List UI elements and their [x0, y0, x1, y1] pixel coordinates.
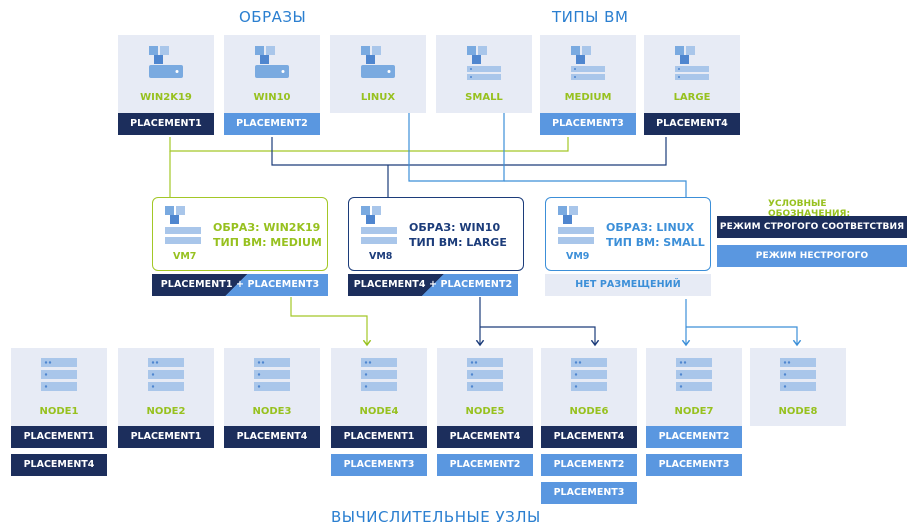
nodes-heading: ВЫЧИСЛИТЕЛЬНЫЕ УЗЛЫ — [331, 508, 541, 526]
card-type-large[interactable]: LARGE — [644, 35, 740, 113]
server-node-icon — [359, 354, 399, 398]
card-label: SMALL — [465, 92, 503, 103]
vm-type-icon — [571, 46, 605, 80]
vm-image-icon — [149, 46, 183, 78]
server-node-icon — [252, 354, 292, 398]
vm8-source-lines — [271, 137, 667, 197]
vm9-source-lines — [408, 112, 687, 197]
card-type-small[interactable]: SMALL — [436, 35, 532, 113]
node-card-4[interactable]: NODE4 — [331, 348, 427, 426]
card-label: LINUX — [360, 92, 396, 103]
node-placement-tag: PLACEMENT2 — [646, 426, 742, 448]
vm-type-icon — [467, 46, 501, 80]
vm-image-line: ОБРАЗ: WIN2K19 — [213, 221, 321, 234]
vm-placement-left: PLACEMENT4 — [353, 279, 426, 290]
node-label: NODE8 — [778, 406, 818, 417]
node-placement-tag: PLACEMENT3 — [331, 454, 427, 476]
vm-icon — [361, 206, 397, 244]
node-label: NODE2 — [146, 406, 186, 417]
vm-icon — [558, 206, 594, 244]
images-heading: ОБРАЗЫ — [239, 8, 307, 26]
node-placement-tag: PLACEMENT4 — [541, 426, 637, 448]
card-image-win10[interactable]: WIN10 — [224, 35, 320, 113]
vm-icon — [165, 206, 201, 244]
node-placement-tag: PLACEMENT3 — [541, 482, 637, 504]
node-placement-tag: PLACEMENT2 — [437, 454, 533, 476]
vm-type-line: ТИП ВМ: MEDIUM — [213, 236, 322, 249]
card-label: LARGE — [673, 92, 711, 103]
node-card-5[interactable]: NODE5 — [437, 348, 533, 426]
vm-placement-left: PLACEMENT1 — [160, 279, 233, 290]
vm-details: ОБРАЗ: WIN10 ТИП ВМ: LARGE — [409, 220, 507, 250]
vm-image-line: ОБРАЗ: LINUX — [606, 221, 695, 234]
card-label: MEDIUM — [564, 92, 612, 103]
server-node-icon — [39, 354, 79, 398]
vm-placement-right: PLACEMENT2 — [440, 279, 513, 290]
node-placement-tag: PLACEMENT4 — [224, 426, 320, 448]
node-card-6[interactable]: NODE6 — [541, 348, 637, 426]
node-placement-tag: PLACEMENT4 — [437, 426, 533, 448]
node-card-8[interactable]: NODE8 — [750, 348, 846, 426]
type-placement-tag: PLACEMENT4 — [644, 113, 740, 135]
vm-placement-separator: + — [425, 279, 441, 290]
vm-details: ОБРАЗ: LINUX ТИП ВМ: SMALL — [606, 220, 705, 250]
node-label: NODE1 — [39, 406, 79, 417]
node-placement-tag: PLACEMENT1 — [11, 426, 107, 448]
server-node-icon — [569, 354, 609, 398]
node-label: NODE7 — [674, 406, 714, 417]
vm-name: VM9 — [566, 251, 590, 262]
image-placement-tag: PLACEMENT1 — [118, 113, 214, 135]
card-type-medium[interactable]: MEDIUM — [540, 35, 636, 113]
vm7-to-node-arrows — [290, 297, 367, 345]
vm-name: VM7 — [173, 251, 197, 262]
legend-strict: РЕЖИМ СТРОГОГО СООТВЕТСТВИЯ — [717, 216, 907, 238]
vm-type-line: ТИП ВМ: LARGE — [409, 236, 507, 249]
vm-image-line: ОБРАЗ: WIN10 — [409, 221, 501, 234]
card-image-linux[interactable]: LINUX — [330, 35, 426, 113]
vm-type-icon — [675, 46, 709, 80]
vm-placement-separator: + — [232, 279, 248, 290]
node-placement-tag: PLACEMENT1 — [118, 426, 214, 448]
vm-card-vm8[interactable]: ОБРАЗ: WIN10 ТИП ВМ: LARGE VM8 — [348, 197, 524, 271]
vm-type-line: ТИП ВМ: SMALL — [606, 236, 705, 249]
vm-placement-tag: НЕТ РАЗМЕЩЕНИЙ — [545, 274, 711, 296]
vm-name: VM8 — [369, 251, 393, 262]
node-card-2[interactable]: NODE2 — [118, 348, 214, 426]
vm-image-icon — [255, 46, 289, 78]
vm-image-icon — [361, 46, 395, 78]
server-node-icon — [465, 354, 505, 398]
vm9-to-node-arrows — [686, 299, 797, 345]
node-label: NODE4 — [359, 406, 399, 417]
type-placement-tag: PLACEMENT3 — [540, 113, 636, 135]
node-label: NODE5 — [465, 406, 505, 417]
card-label: WIN2K19 — [140, 92, 192, 103]
node-card-3[interactable]: NODE3 — [224, 348, 320, 426]
vm-placement-right: PLACEMENT3 — [247, 279, 320, 290]
node-placement-tag: PLACEMENT2 — [541, 454, 637, 476]
node-placement-tag: PLACEMENT3 — [646, 454, 742, 476]
vm-types-heading: ТИПЫ ВМ — [552, 8, 629, 26]
node-card-7[interactable]: NODE7 — [646, 348, 742, 426]
server-node-icon — [146, 354, 186, 398]
vm7-source-lines — [169, 137, 569, 197]
legend-title: УСЛОВНЫЕ ОБОЗНАЧЕНИЯ: — [768, 199, 851, 219]
vm8-to-node-arrows — [480, 297, 595, 345]
vm-placement-tag: PLACEMENT1 + PLACEMENT3 — [152, 274, 328, 296]
node-label: NODE3 — [252, 406, 292, 417]
server-node-icon — [778, 354, 818, 398]
server-node-icon — [674, 354, 714, 398]
card-image-win2k19[interactable]: WIN2K19 — [118, 35, 214, 113]
legend-loose: РЕЖИМ НЕСТРОГОГО СООТВЕТСТВИЯ — [717, 245, 907, 283]
image-placement-tag: PLACEMENT2 — [224, 113, 320, 135]
card-label: WIN10 — [253, 92, 291, 103]
vm-card-vm7[interactable]: ОБРАЗ: WIN2K19 ТИП ВМ: MEDIUM VM7 — [152, 197, 328, 271]
node-label: NODE6 — [569, 406, 609, 417]
vm-placement-tag: PLACEMENT4 + PLACEMENT2 — [348, 274, 518, 296]
node-placement-tag: PLACEMENT4 — [11, 454, 107, 476]
vm-details: ОБРАЗ: WIN2K19 ТИП ВМ: MEDIUM — [213, 220, 322, 250]
node-card-1[interactable]: NODE1 — [11, 348, 107, 426]
vm-card-vm9[interactable]: ОБРАЗ: LINUX ТИП ВМ: SMALL VM9 — [545, 197, 711, 271]
node-placement-tag: PLACEMENT1 — [331, 426, 427, 448]
